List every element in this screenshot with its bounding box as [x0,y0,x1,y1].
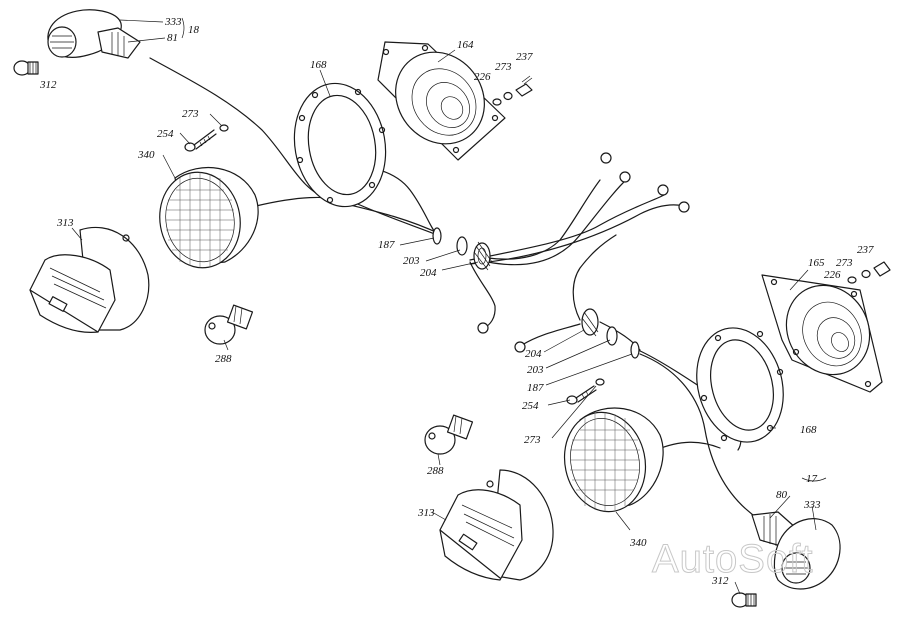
label-288-lower: 288 [427,465,444,477]
label-187-lower: 187 [527,382,544,394]
bulb-288-upper [204,304,254,345]
label-204-lower: 204 [525,348,542,360]
label-313-lower: 313 [417,507,435,519]
label-254-upper: 254 [157,128,174,140]
headlamp-340-lower [563,407,664,513]
rear-lamp-313-upper [29,226,150,333]
reflector-housing-164 [377,41,506,161]
side-light-upper [47,9,141,59]
label-288-upper: 288 [215,353,232,365]
leader-lines [71,17,827,595]
wiring-harness [149,57,761,521]
label-226-lower: 226 [824,269,841,281]
watermark: AutoSoft [652,537,813,581]
label-226-upper: 226 [474,71,491,83]
bulb-312-lower [731,592,757,608]
label-312-upper: 312 [39,79,57,91]
side-light-lower [751,511,841,590]
bulb-288-lower [424,414,474,455]
label-237-lower: 237 [857,244,874,256]
label-340-lower: 340 [629,537,647,549]
headlamp-340-upper [159,166,259,269]
label-312-lower: 312 [711,575,729,587]
label-168-lower: 168 [800,424,817,436]
label-313-upper: 313 [56,217,74,229]
label-203-upper: 203 [403,255,420,267]
part-labels: 333 81 18 312 168 164 226 273 237 273 25… [39,16,874,587]
label-164: 164 [457,39,474,51]
bulb-312-upper [13,60,39,76]
label-17: 17 [806,473,818,485]
label-18: 18 [188,24,200,36]
grommet-upper [432,227,493,271]
label-340-upper: 340 [137,149,155,161]
screw-set-lower-right [847,261,891,284]
label-273-lower-left: 273 [524,434,541,446]
label-187-upper: 187 [378,239,395,251]
label-203-lower: 203 [527,364,544,376]
label-168-upper: 168 [310,59,327,71]
reflector-housing-165 [761,274,883,393]
label-333-upper: 333 [164,16,182,28]
grommet-lower [581,308,640,359]
rear-lamp-313-lower [439,469,554,581]
label-254-lower: 254 [522,400,539,412]
label-204-upper: 204 [420,267,437,279]
screw-set-upper-right [492,75,533,106]
gasket-168-lower [696,327,784,443]
label-237-upper: 237 [516,51,533,63]
label-273-upper-right: 273 [495,61,512,73]
label-165: 165 [808,257,825,269]
label-80: 80 [776,489,788,501]
label-81: 81 [167,32,178,44]
label-333-lower: 333 [803,499,821,511]
gasket-168-upper [293,82,387,208]
label-273-upper-left: 273 [182,108,199,120]
screw-254-lower [566,378,605,405]
screw-254-upper [184,124,229,152]
label-273-lower-right: 273 [836,257,853,269]
